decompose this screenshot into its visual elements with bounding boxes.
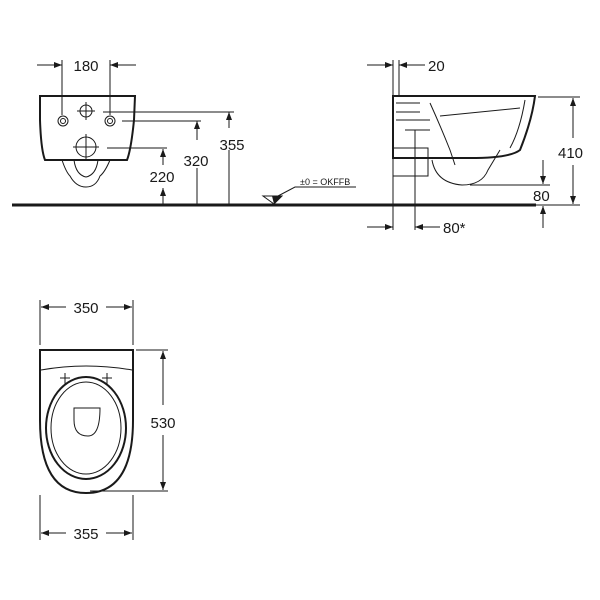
- dimension-355-bottom: 355: [73, 526, 98, 543]
- dimension-350: 350: [73, 300, 98, 317]
- floor-reference: ±0 = OKFFB: [261, 177, 356, 205]
- dimension-80: 80: [533, 188, 550, 205]
- side-view: 20 410 80 80*: [367, 58, 583, 237]
- floor-reference-label: ±0 = OKFFB: [300, 177, 350, 187]
- top-view: 350 355 530: [39, 300, 176, 543]
- dimension-355: 355: [219, 137, 244, 154]
- dimension-80-star: 80*: [443, 220, 466, 237]
- dimension-530: 530: [150, 415, 175, 432]
- dimension-20: 20: [428, 58, 445, 75]
- dimension-180: 180: [73, 58, 98, 75]
- front-view: 180 355 320 220: [37, 58, 245, 205]
- dimension-220: 220: [149, 169, 174, 186]
- dimension-410: 410: [558, 145, 583, 162]
- dimension-320: 320: [183, 153, 208, 170]
